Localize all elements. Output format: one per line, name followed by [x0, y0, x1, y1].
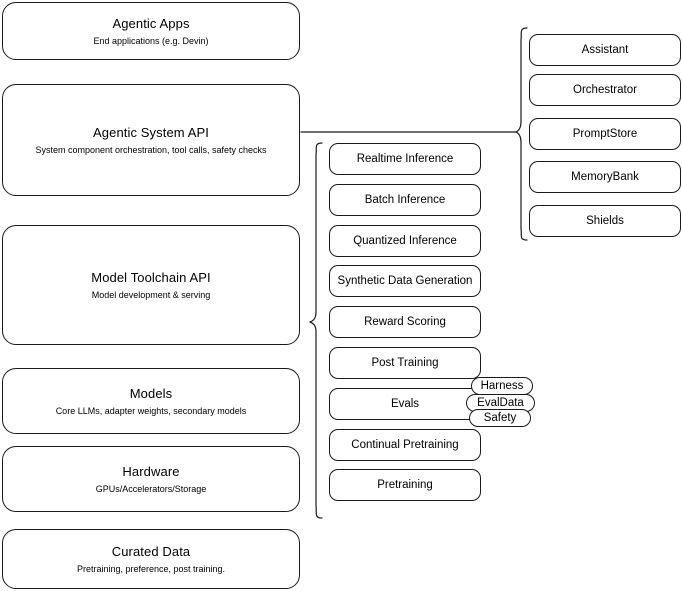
layer-subtitle: GPUs/Accelerators/Storage [95, 483, 207, 494]
layer-title: Models [129, 385, 173, 401]
system-component-memorybank[interactable]: MemoryBank [529, 161, 681, 193]
brace-toolchain-capabilities [309, 142, 323, 519]
capability-quantized-inference[interactable]: Quantized Inference [329, 225, 481, 257]
capability-realtime-inference[interactable]: Realtime Inference [329, 143, 481, 175]
layer-title: Hardware [122, 463, 180, 479]
system-component-orchestrator[interactable]: Orchestrator [529, 74, 681, 106]
capability-label: Realtime Inference [356, 153, 454, 165]
capability-post-training[interactable]: Post Training [329, 347, 481, 379]
layer-subtitle: End applications (e.g. Devin) [93, 35, 209, 46]
eval-tag-label: Harness [480, 379, 524, 392]
capability-label: Continual Pretraining [351, 439, 459, 451]
layer-card-model-toolchain-api[interactable]: Model Toolchain API Model development & … [2, 225, 300, 345]
system-component-promptstore[interactable]: PromptStore [529, 118, 681, 150]
capability-label: Evals [390, 398, 420, 410]
layer-title: Curated Data [111, 543, 191, 559]
layer-card-hardware[interactable]: Hardware GPUs/Accelerators/Storage [2, 446, 300, 512]
capability-pretraining[interactable]: Pretraining [329, 469, 481, 501]
system-component-label: Assistant [581, 44, 629, 56]
brace-system-components [515, 27, 528, 241]
layer-subtitle: System component orchestration, tool cal… [35, 144, 267, 155]
eval-tag-label: Safety [483, 411, 517, 424]
eval-tag-harness[interactable]: Harness [471, 377, 533, 395]
layer-card-agentic-apps[interactable]: Agentic Apps End applications (e.g. Devi… [2, 2, 300, 60]
system-component-shields[interactable]: Shields [529, 205, 681, 237]
eval-tag-safety[interactable]: Safety [469, 409, 531, 427]
capability-label: Quantized Inference [353, 235, 457, 247]
capability-label: Reward Scoring [364, 316, 446, 328]
layer-subtitle: Core LLMs, adapter weights, secondary mo… [55, 405, 247, 416]
capability-continual-pretraining[interactable]: Continual Pretraining [329, 429, 481, 461]
system-component-assistant[interactable]: Assistant [529, 34, 681, 66]
capability-label: Pretraining [377, 479, 433, 491]
layer-card-agentic-system-api[interactable]: Agentic System API System component orch… [2, 84, 300, 196]
capability-reward-scoring[interactable]: Reward Scoring [329, 306, 481, 338]
capability-evals[interactable]: Evals [329, 388, 481, 420]
capability-label: Post Training [371, 357, 439, 369]
capability-label: Synthetic Data Generation [337, 275, 473, 287]
layer-subtitle: Pretraining, preference, post training. [76, 563, 226, 574]
system-component-label: Shields [586, 215, 624, 227]
system-component-label: Orchestrator [573, 84, 637, 96]
layer-card-models[interactable]: Models Core LLMs, adapter weights, secon… [2, 368, 300, 434]
capability-label: Batch Inference [364, 194, 446, 206]
layer-subtitle: Model development & serving [91, 289, 211, 300]
eval-tag-label: EvalData [477, 396, 524, 409]
capability-batch-inference[interactable]: Batch Inference [329, 184, 481, 216]
system-component-label: PromptStore [572, 128, 638, 140]
capability-synthetic-data-generation[interactable]: Synthetic Data Generation [329, 265, 481, 297]
layer-title: Model Toolchain API [91, 269, 211, 285]
layer-title: Agentic System API [93, 124, 209, 140]
layer-card-curated-data[interactable]: Curated Data Pretraining, preference, po… [2, 529, 300, 589]
system-component-label: MemoryBank [571, 171, 639, 183]
layer-title: Agentic Apps [112, 15, 190, 31]
